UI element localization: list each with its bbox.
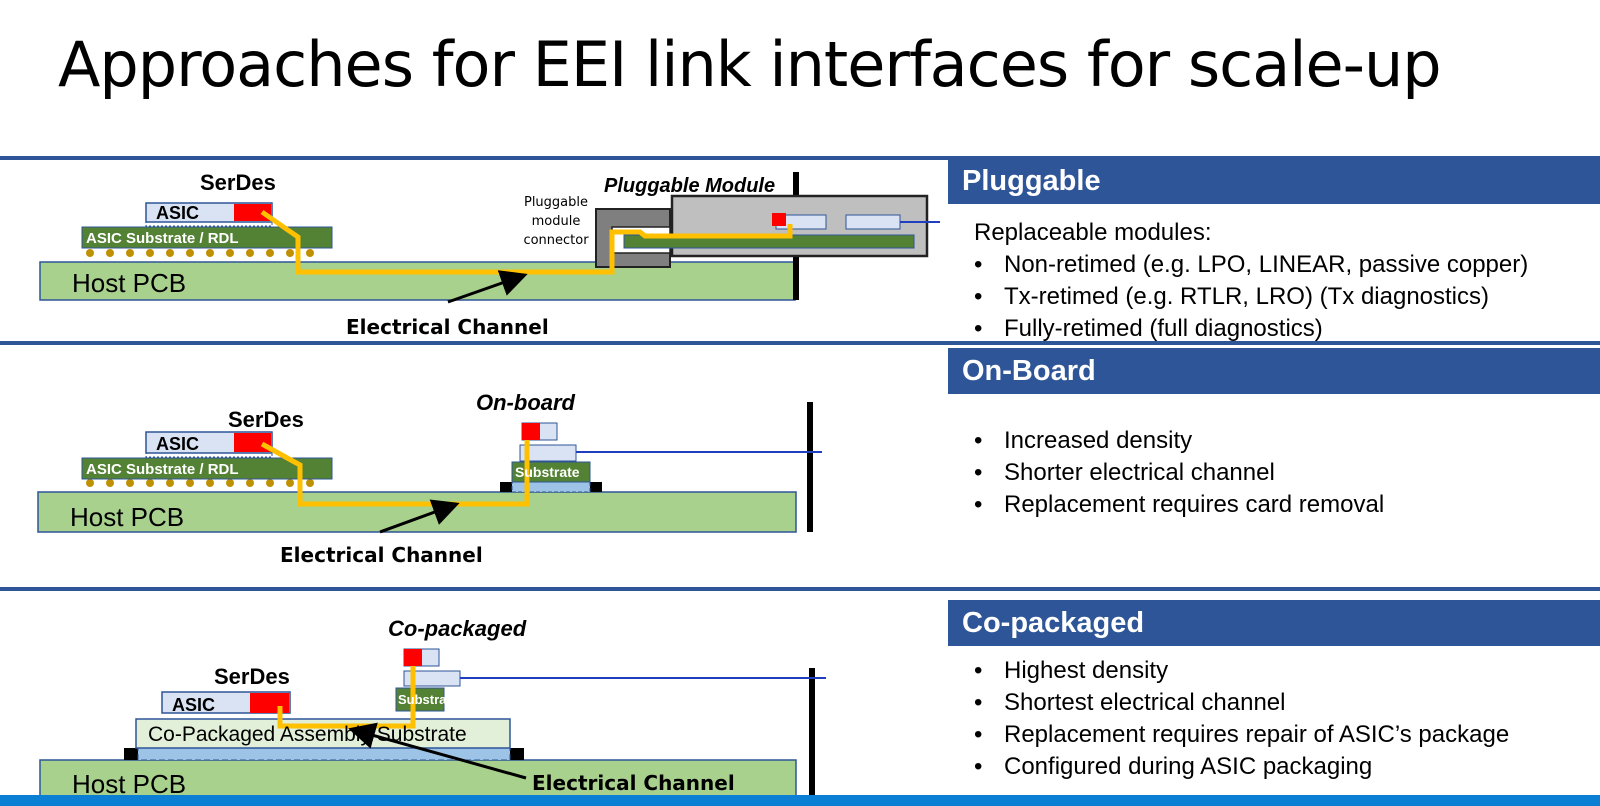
bullet-item: Non-retimed (e.g. LPO, LINEAR, passive c… [974,249,1528,281]
electrical-channel-label: Electrical Channel [346,315,549,339]
onboard-bullets: Increased density Shorter electrical cha… [974,425,1384,521]
bullet-item: Fully-retimed (full diagnostics) [974,313,1528,345]
diagram-canvas: SerDes ASIC ASIC Substrate / RDL Host PC… [37,170,940,795]
section-divider-top [0,156,1600,160]
solder-balls [86,479,314,487]
host-pcb-label: Host PCB [70,502,184,532]
bullet-item: Shorter electrical channel [974,457,1384,489]
bullet-item: Configured during ASIC packaging [974,751,1509,783]
bullet-item: Highest density [974,655,1509,687]
optics-substrate [395,687,445,712]
pluggable-lead: Replaceable modules: [974,219,1212,246]
bullet-item: Tx-retimed (e.g. RTLR, LRO) (Tx diagnost… [974,281,1528,313]
serdes-block [250,693,289,713]
pluggable-bullets: Non-retimed (e.g. LPO, LINEAR, passive c… [974,249,1528,345]
pluggable-header: Pluggable [948,158,1600,204]
section-divider-bottom [0,587,1600,591]
connector-label-line3: connector [523,233,589,248]
host-pcb-label: Host PCB [72,769,186,795]
footer-accent-bar [0,795,1600,806]
copackaged-bullets: Highest density Shortest electrical chan… [974,655,1509,783]
electrical-trace [260,440,530,507]
onboard-header: On-Board [948,348,1600,394]
optics-substrate-label: Substrate [398,692,458,707]
channel-arrow [447,270,528,304]
electrical-channel-label: Electrical Channel [280,543,483,567]
host-pcb-label: Host PCB [72,268,186,298]
asic-substrate [81,226,333,249]
serdes-block [234,204,271,221]
module-retimer [772,213,786,226]
copackaged-label: Co-packaged [388,616,527,641]
pluggable-module-label: Pluggable Module [604,175,775,197]
pluggable-diagram: SerDes ASIC ASIC Substrate / RDL Host PC… [39,170,940,339]
channel-arrow [348,722,527,780]
bullet-item: Shortest electrical channel [974,687,1509,719]
serdes-label: SerDes [214,664,290,689]
connector-label-line2: module [532,214,581,229]
optical-engine [845,214,901,230]
asic-bumps [145,220,273,227]
optics-bumps [511,481,591,493]
serdes-block [234,433,271,452]
asic-substrate-label: ASIC Substrate / RDL [86,461,239,478]
section-divider-middle [0,341,1600,345]
host-pcb [39,759,797,795]
copackaged-retimer [404,649,422,666]
copackaged-header: Co-packaged [948,600,1600,646]
bullet-item: Increased density [974,425,1384,457]
asic-substrate-label: ASIC Substrate / RDL [86,230,239,247]
asic-bumps [145,451,273,458]
copackaged-description: Highest density Shortest electrical chan… [974,655,1509,783]
asic-label: ASIC [156,434,199,454]
serdes-label: SerDes [228,407,304,432]
pluggable-description: Replaceable modules: Non-retimed (e.g. L… [974,217,1528,345]
optics-substrate-label: Substrate [515,464,580,480]
bullet-item: Replacement requires repair of ASIC’s pa… [974,719,1509,751]
serdes-label: SerDes [200,170,276,195]
onboard-description: Increased density Shorter electrical cha… [974,425,1384,521]
connector-label-line1: Pluggable [524,195,588,210]
slide-title: Approaches for EEI link interfaces for s… [58,28,1442,101]
onboard-label: On-board [476,390,576,415]
solder-balls [86,249,314,257]
channel-arrow [379,499,460,534]
bullet-item: Replacement requires card removal [974,489,1384,521]
onboard-retimer [522,423,540,440]
onboard-diagram: SerDes ASIC ASIC Substrate / RDL Host PC… [37,390,822,567]
asic-label: ASIC [172,695,215,715]
copackaged-diagram: SerDes ASIC Co-Packaged Assembly Substra… [39,616,826,795]
asic-label: ASIC [156,203,199,223]
host-pcb [37,491,797,533]
assembly-substrate-label: Co-Packaged Assembly Substrate [148,723,467,746]
asic-substrate [81,457,333,480]
electrical-channel-label: Electrical Channel [532,771,735,795]
host-pcb [39,261,796,301]
optics-substrate [511,461,591,483]
electrical-trace [277,666,416,729]
electrical-trace [260,209,793,275]
